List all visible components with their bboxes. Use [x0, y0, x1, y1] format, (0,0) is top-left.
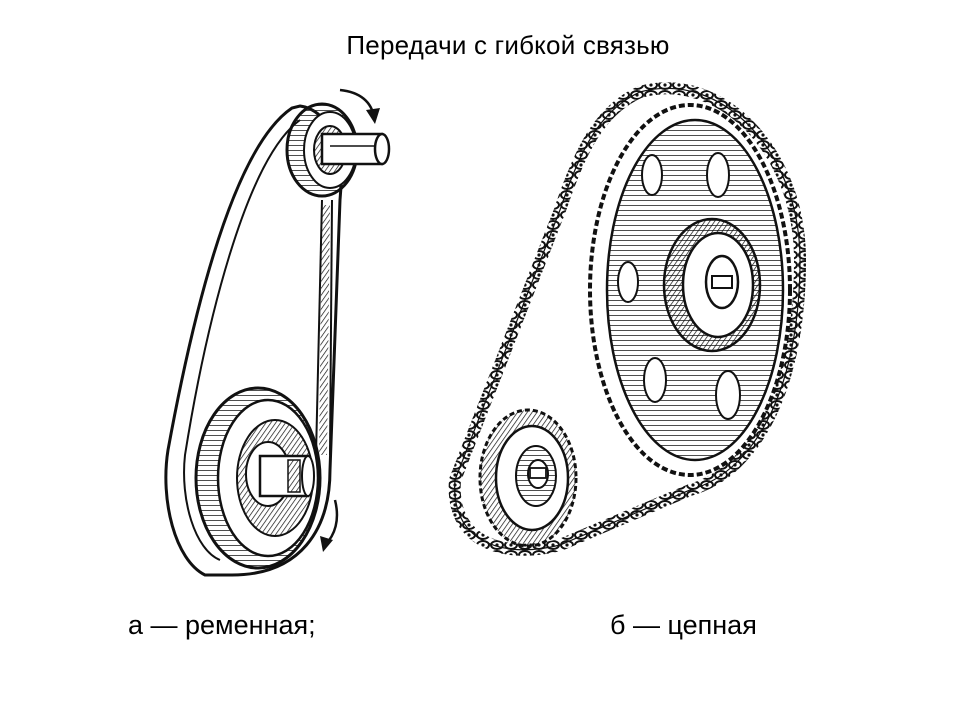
- caption-belt-drive: а — ременная;: [128, 610, 316, 640]
- sprocket-hole: [641, 154, 663, 196]
- sprocket-hole: [715, 370, 741, 420]
- caption-chain-drive: б — цепная: [610, 610, 757, 640]
- rotation-arrow-bottom: [320, 499, 339, 552]
- shaft: [320, 132, 391, 166]
- sprocket-hole: [706, 152, 730, 198]
- small-sprocket: [478, 408, 578, 548]
- driven-pulley: [194, 386, 322, 570]
- chain-drive-illustration: [448, 82, 807, 556]
- belt-drive-illustration: [164, 88, 391, 577]
- large-sprocket: [588, 103, 792, 477]
- rotation-arrow-top: [339, 88, 380, 124]
- sprocket-hole: [643, 357, 667, 403]
- sprocket-hole: [617, 261, 639, 303]
- chain: [448, 82, 807, 556]
- page-title: Передачи с гибкой связью: [346, 30, 670, 60]
